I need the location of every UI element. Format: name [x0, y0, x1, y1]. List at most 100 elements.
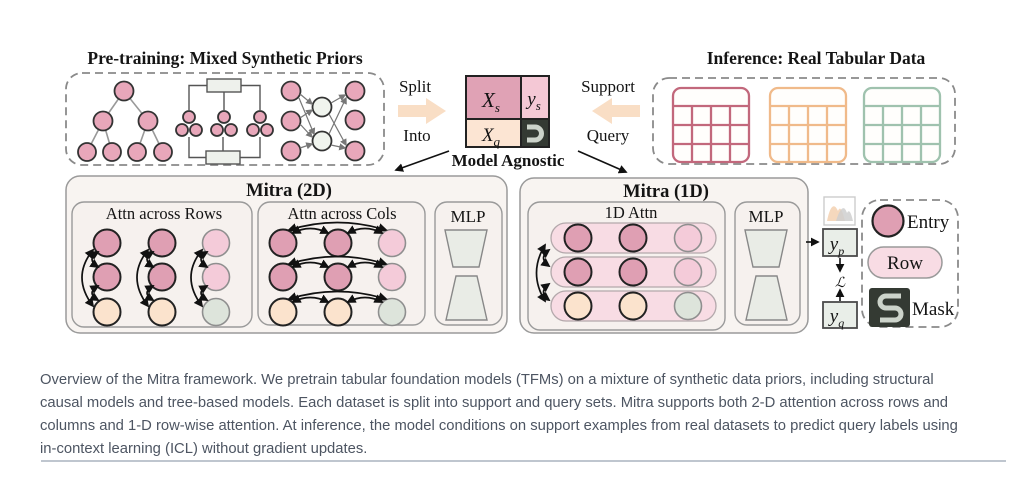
- attn-cols-title: Attn across Cols: [287, 204, 396, 223]
- split-label: Split: [399, 77, 431, 96]
- split-into-arrow: Split Into: [398, 77, 446, 145]
- entry-circle: [201, 228, 231, 258]
- entry-circle: [563, 223, 593, 253]
- entry-swatch-icon: [871, 204, 905, 238]
- factor-circle: [217, 110, 231, 124]
- arrow-to-mitra2d: [394, 150, 450, 172]
- neural-net-prior-diagram: [280, 80, 366, 162]
- entry-circle: [377, 297, 407, 327]
- legend-row: Row: [867, 246, 943, 279]
- row-attention-arrows: [81, 248, 209, 308]
- dataset-matrix: Xs ys Xq: [465, 75, 550, 149]
- attn-1d-title: 1D Attn: [605, 203, 658, 222]
- mlp-1d-title: MLP: [749, 207, 784, 226]
- mitra-2d-panel: Mitra (2D) Attn across Rows: [65, 175, 508, 334]
- mask-icon: [527, 124, 544, 143]
- nn-node: [344, 140, 366, 162]
- factor-circle: [189, 123, 203, 137]
- entry-circle: [377, 228, 407, 258]
- factor-circle: [253, 110, 267, 124]
- model-agnostic-label: Model Agnostic: [452, 151, 565, 170]
- row-swatch-icon: [867, 246, 943, 279]
- mlp-block-1d: MLP: [734, 201, 801, 326]
- yp-label: yp: [828, 234, 844, 258]
- mitra-1d-title: Mitra (1D): [623, 182, 709, 202]
- table-icon-green: [862, 86, 942, 164]
- factor-circle: [210, 123, 224, 137]
- legend-entry: Entry: [871, 204, 950, 238]
- nn-node: [344, 109, 366, 131]
- factor-node: [205, 150, 241, 165]
- nn-hidden-node: [311, 96, 333, 118]
- mlp-trapezoid: [745, 275, 788, 321]
- arrow-to-mitra1d: [577, 150, 628, 174]
- factor-graph-prior-diagram: [175, 78, 274, 165]
- factor-circle: [175, 123, 189, 137]
- nn-node: [280, 140, 302, 162]
- histogram-icon: [823, 196, 856, 226]
- xs-label: Xs: [481, 88, 500, 115]
- entry-circle: [673, 223, 703, 253]
- tree-node: [102, 142, 122, 162]
- tree-node: [127, 142, 147, 162]
- caption-line: Overview of the Mitra framework. We pret…: [40, 372, 934, 388]
- tree-node: [92, 110, 114, 132]
- table-icon-orange: [768, 86, 848, 164]
- entry-circle: [673, 291, 703, 321]
- inference-section: Inference: Real Tabular Data: [652, 48, 956, 165]
- mlp-2d-title: MLP: [451, 207, 486, 226]
- tree-prior-diagram: [77, 80, 173, 162]
- nn-node: [280, 80, 302, 102]
- yq-box: [822, 301, 858, 329]
- entry-circle: [92, 228, 122, 258]
- into-label: Into: [403, 126, 430, 145]
- mlp-trapezoid: [445, 275, 488, 321]
- mask-label: Mask: [912, 299, 955, 320]
- support-arrow-icon: [592, 98, 640, 124]
- entry-circle: [377, 262, 407, 292]
- attn-across-rows-panel: Attn across Rows: [71, 201, 253, 328]
- entry-circle: [268, 228, 298, 258]
- yq-label: yq: [828, 306, 844, 330]
- legend-box: Entry Row Mask: [861, 199, 959, 328]
- mask-cell: [520, 118, 550, 148]
- caption-line: columns and 1-D row-wise attention. At i…: [40, 418, 958, 434]
- tree-node: [137, 110, 159, 132]
- entry-circle: [618, 291, 648, 321]
- entry-circle: [323, 262, 353, 292]
- mask-squiggle-icon: [877, 293, 904, 323]
- factor-circle: [224, 123, 238, 137]
- entry-circle: [147, 297, 177, 327]
- inference-dashed-box: [652, 77, 956, 165]
- pretraining-dashed-box: [65, 72, 385, 166]
- bottom-divider: [41, 460, 1006, 462]
- entry-circle: [323, 297, 353, 327]
- query-label: Query: [587, 126, 630, 145]
- entry-circle: [268, 262, 298, 292]
- entry-circle: [563, 257, 593, 287]
- entry-circle: [618, 257, 648, 287]
- loss-label: ℒ: [835, 276, 846, 291]
- entry-circle: [323, 228, 353, 258]
- mlp-trapezoid: [444, 229, 488, 268]
- nn-hidden-node: [311, 130, 333, 152]
- legend-dashed-box: [861, 199, 959, 328]
- nn-node: [344, 80, 366, 102]
- row-wise-attention-arrows: [535, 243, 551, 303]
- mitra-2d-title: Mitra (2D): [246, 181, 332, 201]
- caption-line: in-context learning (ICL) without gradie…: [40, 441, 368, 457]
- attn-1d-panel: 1D Attn: [527, 201, 726, 331]
- tree-node: [113, 80, 135, 102]
- mlp-block-2d: MLP: [434, 201, 503, 326]
- mitra-figure: Pre-training: Mixed Synthetic Priors: [65, 48, 959, 334]
- yp-box: [822, 228, 858, 257]
- split-arrow-icon: [398, 98, 446, 124]
- pretraining-title: Pre-training: Mixed Synthetic Priors: [87, 48, 362, 68]
- legend-mask: Mask: [869, 288, 955, 327]
- entry-label: Entry: [907, 212, 950, 233]
- row-label: Row: [887, 253, 923, 274]
- entry-circle: [268, 297, 298, 327]
- attn-rows-title: Attn across Rows: [106, 204, 222, 223]
- ys-cell: [520, 75, 550, 120]
